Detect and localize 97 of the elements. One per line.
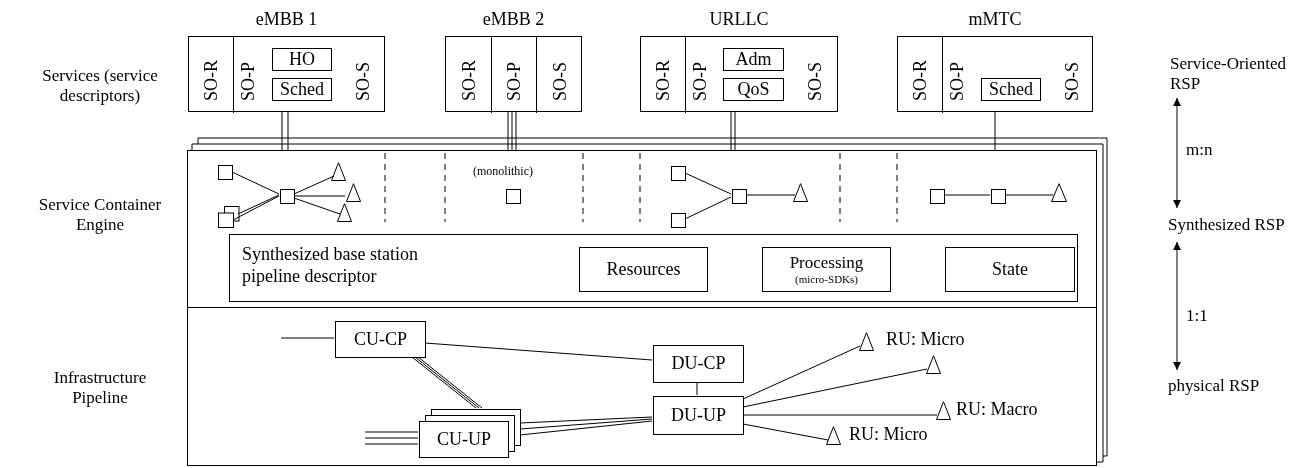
service-title: URLLC <box>708 9 770 29</box>
connector-line <box>424 342 653 361</box>
descriptor-title: Synthesized base station pipeline descriptor <box>242 243 419 287</box>
module-square <box>218 165 233 180</box>
unit-label: CU-UP <box>436 428 492 451</box>
connector-line <box>515 111 517 151</box>
connector-line <box>943 194 991 196</box>
pipeline-descriptor-box <box>229 234 1078 302</box>
connector-line <box>293 197 341 215</box>
connector-line <box>364 443 419 445</box>
column-label: SO-R <box>201 60 221 101</box>
layer-label: Services (service descriptors) <box>41 66 159 106</box>
connector-line <box>742 423 829 441</box>
radio-unit-triangle <box>926 355 941 374</box>
double-arrow <box>1173 241 1181 371</box>
connector-line <box>734 111 736 151</box>
radio-unit-triangle <box>826 426 841 445</box>
box-title: Processing <box>789 254 864 273</box>
function-box: QoS <box>723 78 784 101</box>
column-label: SO-P <box>947 62 967 101</box>
connector-line <box>684 196 732 220</box>
column-label: SO-S <box>1061 62 1082 101</box>
connector-line <box>237 194 280 215</box>
function-box: Adm <box>723 48 784 71</box>
connector-line <box>730 111 732 151</box>
radio-unit-triangle <box>1051 183 1067 202</box>
connector-line <box>231 171 280 195</box>
connector-line <box>684 172 732 195</box>
layer-panel <box>187 150 1097 308</box>
module-square <box>732 189 747 204</box>
column-label: SO-R <box>653 60 673 101</box>
radio-unit-triangle <box>331 162 346 181</box>
rsp-label: Service-Oriented RSP <box>1170 50 1315 98</box>
radio-unit-triangle <box>337 203 352 222</box>
column-label: SO-P <box>504 62 524 101</box>
service-title: mMTC <box>967 9 1023 29</box>
node-caption: RU: Macro <box>956 399 1038 420</box>
connector-line <box>519 416 653 424</box>
layer-label: Infrastructure Pipeline <box>52 368 148 408</box>
radio-unit-triangle <box>346 183 361 202</box>
function-box <box>762 247 891 292</box>
function-box: Resources <box>579 247 708 292</box>
function-box: DU-CP <box>653 345 744 383</box>
module-square <box>280 189 295 204</box>
connector-line <box>364 431 419 433</box>
function-box: State <box>945 247 1075 292</box>
connector-line <box>507 111 509 151</box>
module-square <box>506 189 521 204</box>
node-caption: (monolithic) <box>473 164 533 179</box>
connector-line <box>745 194 796 196</box>
rsp-label: Synthesized RSP <box>1168 208 1315 242</box>
module-square <box>991 189 1006 204</box>
box-subtitle: (micro-SDKs) <box>795 272 858 285</box>
rsp-label: physical RSP <box>1168 370 1293 402</box>
connector-line <box>281 111 283 151</box>
radio-unit-triangle <box>793 183 808 202</box>
connector-line <box>519 420 653 436</box>
column-label: SO-S <box>353 62 373 101</box>
connector-line <box>511 111 513 151</box>
function-box: HO <box>272 48 332 71</box>
column-label: SO-P <box>238 62 258 101</box>
service-title: eMBB 1 <box>254 9 319 29</box>
function-box: DU-UP <box>653 396 744 435</box>
module-square <box>671 166 686 181</box>
function-box: Sched <box>981 78 1041 101</box>
stacked-unit-boxes <box>419 409 521 458</box>
connector-line <box>287 111 289 151</box>
radio-unit-triangle <box>859 332 874 351</box>
connector-line <box>293 195 346 197</box>
column-label: SO-R <box>910 60 930 101</box>
module-square <box>930 189 945 204</box>
connector-line <box>293 175 335 195</box>
column-label: SO-S <box>805 62 825 101</box>
column-label: SO-S <box>550 62 570 101</box>
connector-line <box>742 414 938 416</box>
connector-line <box>696 381 698 396</box>
layer-panel <box>187 307 1097 466</box>
layer-label: Service Container Engine <box>38 195 162 235</box>
node-caption: RU: Micro <box>886 329 965 350</box>
double-arrow <box>1173 97 1181 209</box>
connector-line <box>1004 194 1054 196</box>
connector-line <box>232 195 280 221</box>
node-caption: RU: Micro <box>849 424 928 445</box>
column-label: SO-R <box>458 60 479 101</box>
function-box: Sched <box>272 78 332 101</box>
service-title: eMBB 2 <box>481 9 546 29</box>
function-box: CU-CP <box>335 321 426 358</box>
module-square <box>671 213 686 228</box>
connector-line <box>994 111 996 151</box>
connector-line <box>742 345 861 400</box>
connector-line <box>364 437 419 439</box>
connector-line <box>519 418 653 430</box>
stacked-module-squares <box>218 206 239 228</box>
column-label: SO-P <box>690 62 710 101</box>
connector-line <box>742 368 928 408</box>
radio-unit-triangle <box>936 401 951 420</box>
connector-line <box>280 337 335 339</box>
